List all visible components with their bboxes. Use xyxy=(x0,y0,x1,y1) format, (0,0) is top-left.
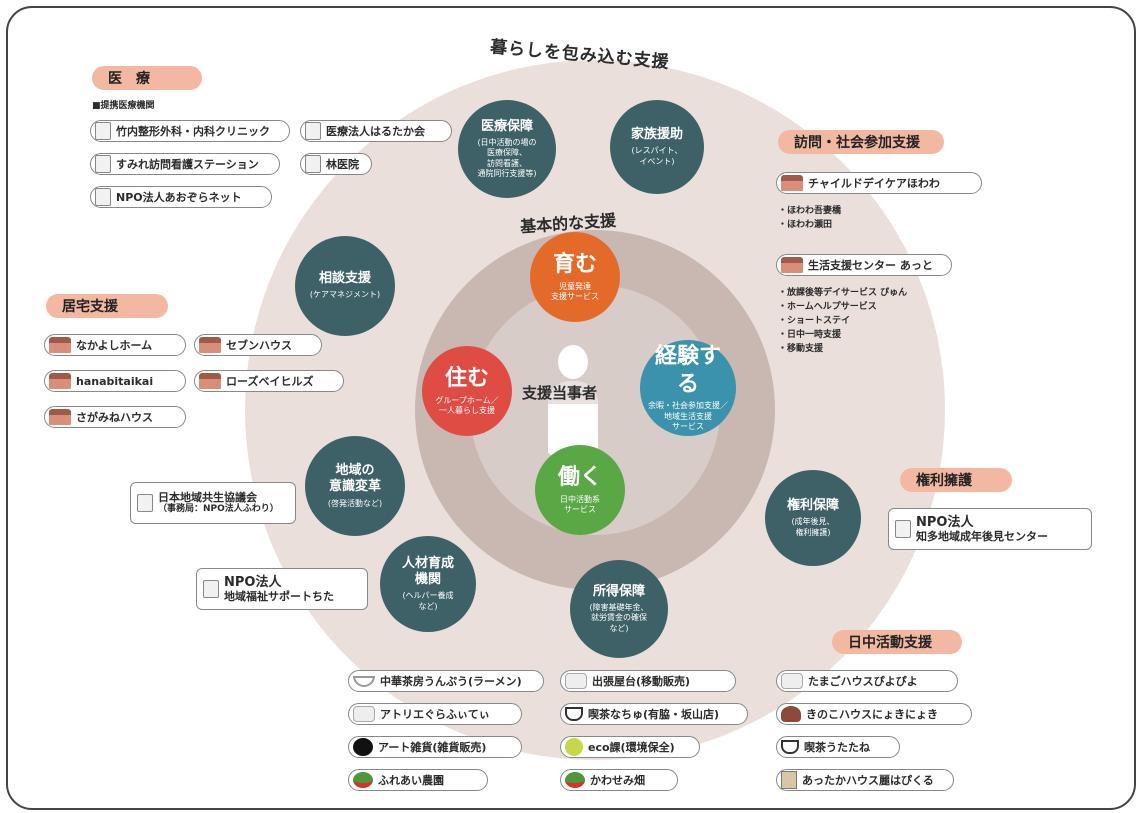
vegetable-icon xyxy=(565,772,585,788)
medical-partner-note: ■提携医療機関 xyxy=(92,101,155,111)
category-visit-social-support: 訪問・社会参加支援 xyxy=(778,130,944,154)
stall-cart-icon xyxy=(565,673,587,689)
building-icon xyxy=(95,122,111,140)
bag-icon xyxy=(353,706,375,722)
house-icon xyxy=(199,337,221,353)
residential-item: さがみねハウス xyxy=(44,406,186,428)
bread-icon xyxy=(781,771,797,789)
activity-item: 喫茶なちゅ(有脇・坂山店) xyxy=(560,703,748,725)
medical-item: NPO法人あおぞらネット xyxy=(90,186,272,208)
activity-item: アート雑貨(雑貨販売) xyxy=(348,736,522,758)
house-icon xyxy=(49,409,71,425)
circle-medical-care: 医療保障 (日中活動の場の 医療保障、 訪問看護、 通院同行支援等) xyxy=(458,100,556,198)
circle-consultation: 相談支援 (ケアマネジメント) xyxy=(295,236,395,336)
circle-rights-protection: 権利保障 (成年後見、 権利擁護) xyxy=(765,470,861,566)
circle-nurture: 育む 児童発達 支援サービス xyxy=(530,232,620,322)
day-activity-item: たまごハウスぴよぴよ xyxy=(776,670,958,692)
mushroom-icon xyxy=(781,706,801,722)
category-rights-advocacy: 権利擁護 xyxy=(900,468,1012,492)
ramen-bowl-icon xyxy=(353,675,375,687)
circle-work: 働く 日中活動系 サービス xyxy=(535,445,625,535)
coffee-cup-icon xyxy=(781,740,799,754)
center-label: 支援当事者 xyxy=(520,381,600,404)
activity-item: ふれあい農園 xyxy=(348,769,488,791)
house-icon xyxy=(781,257,803,273)
coffee-cup-icon xyxy=(565,707,583,721)
medical-item: 竹内整形外科・内科クリニック xyxy=(90,120,290,142)
building-icon xyxy=(203,580,219,598)
recycle-icon xyxy=(565,738,583,756)
activity-item: eco課(環境保全) xyxy=(560,736,700,758)
activity-item: 中華茶房うんぷう(ラーメン) xyxy=(348,670,544,692)
community-council-box: 日本地域共生協議会（事務局：NPO法人ふわり） xyxy=(130,482,296,524)
residential-item: セブンハウス xyxy=(194,334,322,356)
visit-org-bullets: ・放課後等デイサービス ぴゅん ・ホームヘルプサービス ・ショートステイ ・日中… xyxy=(778,288,908,354)
circle-family-support: 家族援助 (レスパイト、 イベント) xyxy=(610,100,704,194)
cat-icon xyxy=(353,738,373,756)
chick-icon xyxy=(781,673,803,689)
building-icon xyxy=(305,122,321,140)
visit-org-item: 生活支援センター あっと xyxy=(776,254,952,276)
house-icon xyxy=(781,175,803,191)
day-activity-item: 喫茶うたたね xyxy=(776,736,900,758)
activity-item: かわせみ畑 xyxy=(560,769,678,791)
building-icon xyxy=(305,155,321,173)
visit-org-bullets: ・ほわわ吾妻橋 ・ほわわ瀬田 xyxy=(778,206,842,230)
house-icon xyxy=(49,373,71,389)
circle-human-resources: 人材育成 機関 (ヘルパー養成 など) xyxy=(380,536,476,632)
activity-item: アトリエぐらふぃてぃ xyxy=(348,703,522,725)
building-icon xyxy=(137,494,153,512)
medical-item: すみれ訪問看護ステーション xyxy=(90,153,280,175)
circle-income-security: 所得保障 (障害基礎年金、 就労賃金の確保 など) xyxy=(570,560,668,658)
medical-item: 林医院 xyxy=(300,153,372,175)
visit-org-item: チャイルドデイケアほわわ xyxy=(776,172,982,194)
rights-org-box: NPO法人知多地域成年後見センター xyxy=(888,508,1092,550)
residential-item: なかよしホーム xyxy=(44,334,186,356)
circle-living: 住む グループホーム／ 一人暮らし支援 xyxy=(422,346,512,436)
residential-item: hanabitaikai xyxy=(44,370,186,392)
circle-community-awareness: 地域の 意識変革 (啓発活動など) xyxy=(305,436,405,536)
welfare-support-box: NPO法人地域福祉サポートちた xyxy=(196,568,368,610)
day-activity-item: きのこハウスにょきにょき xyxy=(776,703,972,725)
circle-experience: 経験する 余暇・社会参加支援／ 地域生活支援 サービス xyxy=(640,340,736,436)
building-icon xyxy=(95,188,111,206)
activity-item: 出張屋台(移動販売) xyxy=(560,670,736,692)
house-icon xyxy=(49,337,71,353)
day-activity-item: あったかハウス麗はぴくる xyxy=(776,769,954,791)
category-day-activity-support: 日中活動支援 xyxy=(832,630,962,654)
category-medical: 医 療 xyxy=(92,66,202,90)
building-icon xyxy=(95,155,111,173)
medical-item: 医療法人はるたか会 xyxy=(300,120,452,142)
residential-item: ローズベイヒルズ xyxy=(194,370,344,392)
vegetable-icon xyxy=(353,772,373,788)
building-icon xyxy=(895,520,911,538)
category-residential-support: 居宅支援 xyxy=(46,294,168,318)
house-icon xyxy=(199,373,221,389)
